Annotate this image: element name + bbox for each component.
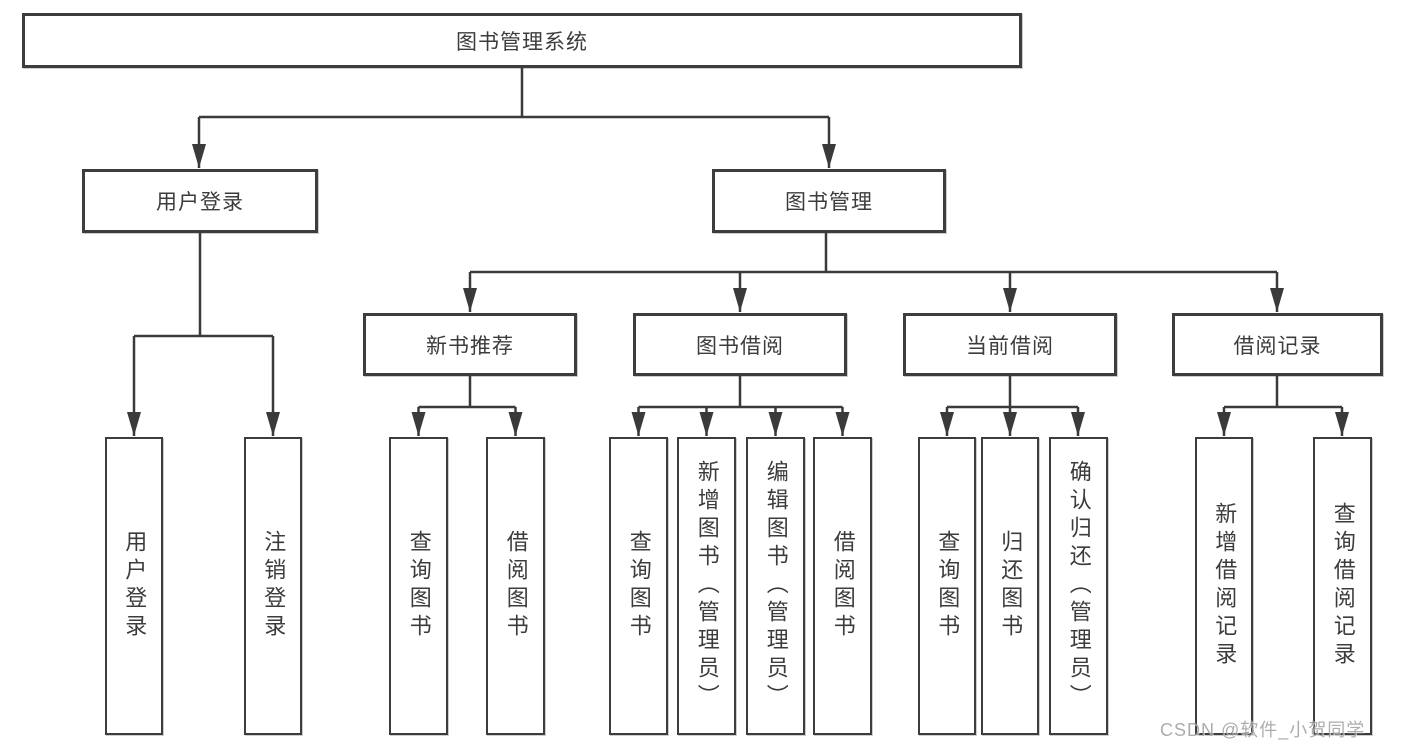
leaf-query-book-2: 查询图书 — [609, 437, 668, 735]
leaf-query-book-3: 查询图书 — [918, 437, 976, 735]
watermark: CSDN @软件_小贺同学 — [1160, 720, 1366, 740]
node-borrow-records: 借阅记录 — [1172, 313, 1383, 376]
leaf-confirm-return-admin: 确认归还（管理员） — [1049, 437, 1108, 735]
leaf-user-login: 用户登录 — [105, 437, 163, 735]
node-new-book-recommend: 新书推荐 — [363, 313, 577, 376]
node-book-borrow: 图书借阅 — [633, 313, 847, 376]
node-user-login: 用户登录 — [82, 169, 318, 233]
leaf-query-borrow-record: 查询借阅记录 — [1313, 437, 1372, 735]
leaf-add-book-admin: 新增图书（管理员） — [677, 437, 736, 735]
node-root: 图书管理系统 — [22, 13, 1022, 68]
leaf-logout: 注销登录 — [244, 437, 302, 735]
leaf-query-book-1: 查询图书 — [389, 437, 448, 735]
connector — [127, 67, 1349, 436]
leaf-borrow-book-1: 借阅图书 — [486, 437, 545, 735]
node-book-management: 图书管理 — [712, 169, 946, 233]
leaf-add-borrow-record: 新增借阅记录 — [1195, 437, 1253, 735]
leaf-return-book: 归还图书 — [981, 437, 1039, 735]
leaf-edit-book-admin: 编辑图书（管理员） — [746, 437, 805, 735]
leaf-borrow-book-2: 借阅图书 — [813, 437, 872, 735]
node-current-borrow: 当前借阅 — [903, 313, 1117, 376]
